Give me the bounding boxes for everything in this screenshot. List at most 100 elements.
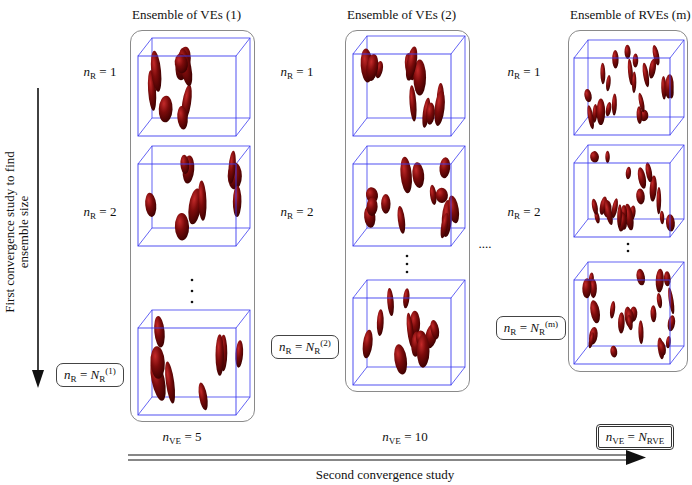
volume-elements [138, 36, 684, 415]
ellipsoidal-inclusion [644, 162, 653, 183]
ellipsoidal-inclusion [657, 340, 667, 356]
ellipsoidal-inclusion [588, 332, 596, 349]
ellipsoidal-inclusion [227, 150, 237, 184]
ve-count: nVE = 5 [163, 429, 202, 445]
ellipsoidal-inclusion [650, 305, 656, 322]
cube-edge [574, 145, 588, 163]
ensemble-size-label: nR = NR(2) [279, 338, 331, 356]
ellipsoidal-inclusion [411, 162, 425, 189]
text-run: = 2 [96, 204, 116, 219]
ellipsis-dot [191, 279, 194, 282]
cube-edge [138, 228, 152, 246]
ensemble-size-box: nR = NR(2) [271, 335, 339, 359]
replica-index: nR = 2 [508, 204, 541, 220]
cube-edge [138, 118, 152, 136]
ellipsoidal-inclusion [150, 346, 166, 379]
ellipsoidal-inclusion [636, 106, 642, 124]
subscript: R [510, 327, 516, 337]
ensemble-panel: Ensemble of VEs (2) [345, 30, 470, 392]
cube-front-face [574, 58, 670, 135]
cube-edge [574, 219, 588, 237]
text-run: = 1 [96, 64, 116, 79]
text-run: = 1 [520, 64, 540, 79]
cube-back-face [152, 146, 250, 228]
cube-edge [574, 117, 588, 135]
ellipsoidal-inclusion [591, 198, 599, 215]
subscript: VE [169, 436, 181, 446]
volume-element [353, 36, 465, 136]
ellipsoidal-inclusion [656, 187, 661, 214]
cube-edge [353, 118, 367, 136]
volume-element [574, 145, 684, 237]
volume-element [353, 146, 465, 246]
symbol: n [279, 339, 286, 354]
ellipsoidal-inclusion [153, 316, 166, 348]
ellipsoidal-inclusion [216, 334, 225, 375]
ensemble-size-box: nR = NR(1) [56, 363, 124, 387]
symbol: n [64, 367, 71, 382]
ellipsoidal-inclusion [667, 287, 676, 314]
ellipsoidal-inclusion [660, 211, 665, 225]
ellipsoidal-inclusion [197, 382, 210, 411]
ellipsoidal-inclusion [626, 315, 633, 331]
replica-index: nR = 2 [281, 204, 314, 220]
ellipsoidal-inclusion [361, 329, 374, 359]
ensemble-size-label: nR = NR(1) [64, 366, 116, 384]
ellipsis-dot [406, 255, 409, 258]
ellipsoidal-inclusion [612, 50, 619, 69]
axis-caption: Second convergence study [316, 467, 454, 483]
text-run: = 1 [293, 64, 313, 79]
ellipsoidal-inclusion [386, 288, 395, 316]
ellipsoidal-inclusion [600, 63, 605, 85]
ellipsis-dot [406, 271, 409, 274]
subscript: R [90, 211, 96, 221]
ellipsoidal-inclusion [609, 301, 616, 319]
replica-index: nR = 1 [84, 64, 117, 80]
cube-edge [236, 38, 250, 56]
cube-edge [451, 36, 465, 54]
ellipsoidal-inclusion [433, 90, 447, 127]
ellipsoidal-inclusion [635, 268, 646, 286]
cube-edge [574, 346, 588, 364]
text-run: = 5 [181, 429, 201, 444]
cube-edge [451, 146, 465, 164]
ellipsoidal-inclusion [149, 50, 163, 92]
symbol: n [606, 429, 613, 444]
ellipsoidal-inclusion [605, 102, 612, 117]
ensemble-size-label: nR = NR(m) [504, 319, 558, 337]
ellipsis-dot [627, 243, 630, 246]
second-study-arrow [128, 454, 634, 455]
ellipsoidal-inclusion [404, 46, 420, 82]
subscript: VE [389, 436, 401, 446]
ellipsoidal-inclusion [655, 269, 664, 293]
text-run: Ensemble of VEs (2) [347, 7, 456, 22]
cube-edge [353, 228, 367, 246]
ellipsoidal-inclusion [583, 88, 592, 102]
ellipsoidal-inclusion [366, 197, 378, 216]
volume-element [353, 280, 465, 385]
ellipsoidal-inclusion [158, 95, 173, 122]
volume-element [138, 38, 250, 136]
subscript: VE [612, 436, 624, 446]
cube-edge [353, 280, 367, 298]
volume-element [138, 310, 250, 415]
ellipsoidal-inclusion [605, 151, 610, 163]
symbol: N [530, 320, 539, 335]
ellipsis: .... [479, 236, 492, 252]
cube-edge [451, 367, 465, 385]
text-run: = [624, 429, 638, 444]
symbol: N [91, 367, 100, 382]
symbol: n [508, 64, 515, 79]
convergence-arrows [32, 88, 646, 465]
ellipsoidal-inclusion [603, 199, 615, 226]
cube-edge [574, 262, 588, 280]
ensemble-heading: Ensemble of RVEs (m) [570, 7, 688, 23]
ellipsoidal-inclusion [163, 361, 177, 404]
subscript: R [286, 346, 292, 356]
cube-edge [574, 40, 588, 58]
text-run: Second convergence study [316, 467, 454, 482]
ellipsoidal-inclusion [425, 102, 435, 125]
cube-edge [451, 118, 465, 136]
ellipsoidal-inclusion [624, 45, 631, 59]
ellipsoidal-inclusion [197, 180, 207, 220]
